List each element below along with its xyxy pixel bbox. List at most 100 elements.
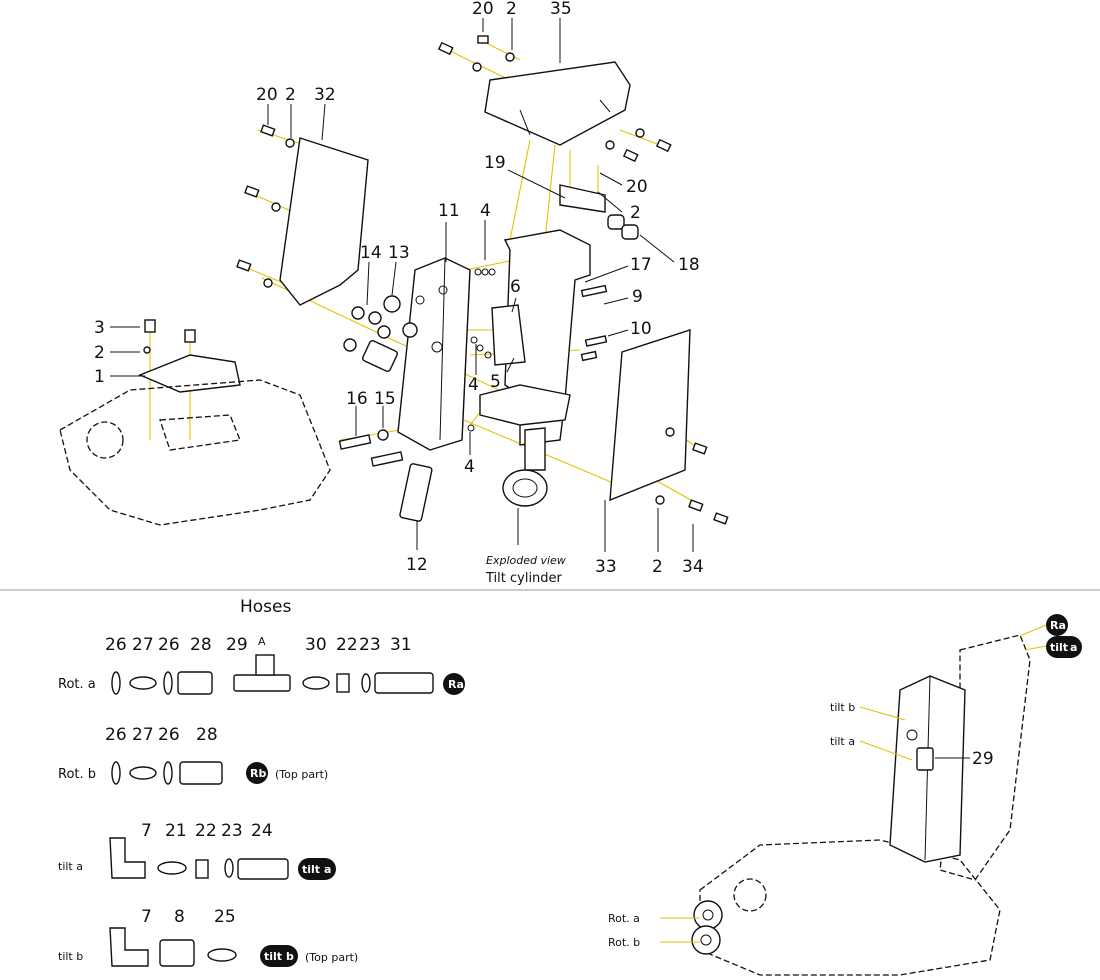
callout-label: 20 — [472, 0, 494, 19]
fitting-icon — [607, 214, 639, 240]
row-label: Rot. b — [58, 767, 96, 782]
gland-plate — [138, 354, 241, 393]
caption-exploded: Exploded view — [486, 554, 566, 567]
callout-label: 6 — [510, 277, 521, 297]
svg-text:27: 27 — [132, 725, 154, 745]
screw-icon — [144, 319, 156, 333]
callout-label: 12 — [406, 555, 428, 575]
svg-text:Ra: Ra — [448, 678, 464, 691]
callout-label: 2 — [285, 85, 296, 105]
svg-text:22: 22 — [195, 821, 217, 841]
svg-text:25: 25 — [214, 907, 236, 927]
callout-label: 17 — [630, 255, 652, 275]
svg-text:a: a — [1070, 641, 1077, 654]
callout-label: 19 — [484, 153, 506, 173]
callout-arrows — [110, 18, 694, 552]
callout-label: 9 — [632, 287, 643, 307]
callout-labels: 20 2 35 20 2 32 19 20 2 18 17 9 10 11 4 … — [94, 0, 704, 586]
hose-row-rot-b: Rot. b 26 27 26 28 Rb (Top part) — [58, 725, 328, 785]
right-cover — [609, 329, 691, 502]
svg-text:a: a — [324, 863, 331, 876]
svg-text:28: 28 — [190, 635, 212, 655]
overview-label: Rot. a — [608, 912, 640, 925]
callout-label: 2 — [94, 343, 105, 363]
callout-label: 3 — [94, 318, 105, 338]
svg-text:tilt: tilt — [1050, 641, 1068, 654]
callout-label: 13 — [388, 243, 410, 263]
callout-label: 2 — [506, 0, 517, 19]
callout-label: 35 — [550, 0, 572, 19]
screw-icon — [655, 427, 729, 525]
callout-label: 11 — [438, 201, 460, 221]
small-parts — [338, 268, 608, 522]
callout-label: 4 — [468, 375, 479, 395]
overview-label: tilt b — [830, 701, 855, 714]
valve-block — [397, 257, 471, 451]
hose-row-tilt-a: tilt a 7 21 22 23 24 tilt a — [58, 821, 336, 880]
svg-text:26: 26 — [158, 635, 180, 655]
svg-text:26: 26 — [105, 635, 127, 655]
svg-text:7: 7 — [141, 821, 152, 841]
svg-text:Ra: Ra — [1050, 619, 1066, 632]
rotator-housing — [59, 379, 331, 526]
overview-assembly: tilt b tilt a Rot. a Rot. b 29 Ra tilt a — [608, 614, 1082, 976]
screw-icon — [437, 35, 672, 163]
callout-label: 16 — [346, 389, 368, 409]
callout-label: 32 — [314, 85, 336, 105]
top-cover — [484, 61, 631, 146]
callout-label: 20 — [626, 177, 648, 197]
callout-label: 33 — [595, 557, 617, 577]
hose-row-tilt-b: tilt b 7 8 25 tilt b (Top part) — [58, 907, 358, 967]
svg-text:30: 30 — [305, 635, 327, 655]
port-rot-a — [693, 900, 723, 930]
side-plate — [279, 137, 369, 306]
row-label: tilt b — [58, 950, 83, 963]
caption-tilt-cylinder: Tilt cylinder — [485, 571, 563, 586]
callout-label: 2 — [630, 203, 641, 223]
callout-label: 2 — [652, 557, 663, 577]
callout-label: 1 — [94, 367, 105, 387]
row-label: tilt a — [58, 860, 83, 873]
svg-text:8: 8 — [174, 907, 185, 927]
svg-text:b: b — [286, 950, 294, 963]
svg-text:24: 24 — [251, 821, 273, 841]
svg-text:tilt: tilt — [264, 950, 282, 963]
svg-text:26: 26 — [158, 725, 180, 745]
screw-icon — [236, 124, 295, 288]
callout-label: 29 — [972, 749, 994, 769]
svg-text:28: 28 — [196, 725, 218, 745]
svg-text:A: A — [258, 635, 266, 648]
callout-label: 14 — [360, 243, 382, 263]
spacer-block — [491, 304, 526, 366]
svg-text:29: 29 — [226, 635, 248, 655]
overview-label: Rot. b — [608, 936, 640, 949]
callout-label: 34 — [682, 557, 704, 577]
rod-eye — [502, 469, 548, 507]
callout-label: 4 — [480, 201, 491, 221]
callout-label: 4 — [464, 457, 475, 477]
callout-label: 5 — [490, 372, 501, 392]
svg-text:21: 21 — [165, 821, 187, 841]
svg-text:(Top part): (Top part) — [305, 951, 358, 964]
svg-text:tilt: tilt — [302, 863, 320, 876]
tee-fitting-29 — [916, 747, 934, 771]
callout-label: 15 — [374, 389, 396, 409]
svg-text:7: 7 — [141, 907, 152, 927]
svg-text:23: 23 — [359, 635, 381, 655]
svg-text:22: 22 — [336, 635, 358, 655]
hoses-title: Hoses — [240, 597, 292, 617]
bracket — [559, 184, 606, 213]
svg-text:Rb: Rb — [250, 767, 266, 780]
hose-row-rot-a: Rot. a 26 27 26 28 29 A 30 22 23 31 Ra — [58, 635, 465, 695]
port-rot-b — [691, 925, 721, 955]
svg-text:31: 31 — [390, 635, 412, 655]
overview-label: tilt a — [830, 735, 855, 748]
svg-text:27: 27 — [132, 635, 154, 655]
svg-text:(Top part): (Top part) — [275, 768, 328, 781]
svg-text:26: 26 — [105, 725, 127, 745]
callout-label: 18 — [678, 255, 700, 275]
svg-text:23: 23 — [221, 821, 243, 841]
callout-label: 20 — [256, 85, 278, 105]
row-label: Rot. a — [58, 677, 96, 692]
callout-label: 10 — [630, 319, 652, 339]
